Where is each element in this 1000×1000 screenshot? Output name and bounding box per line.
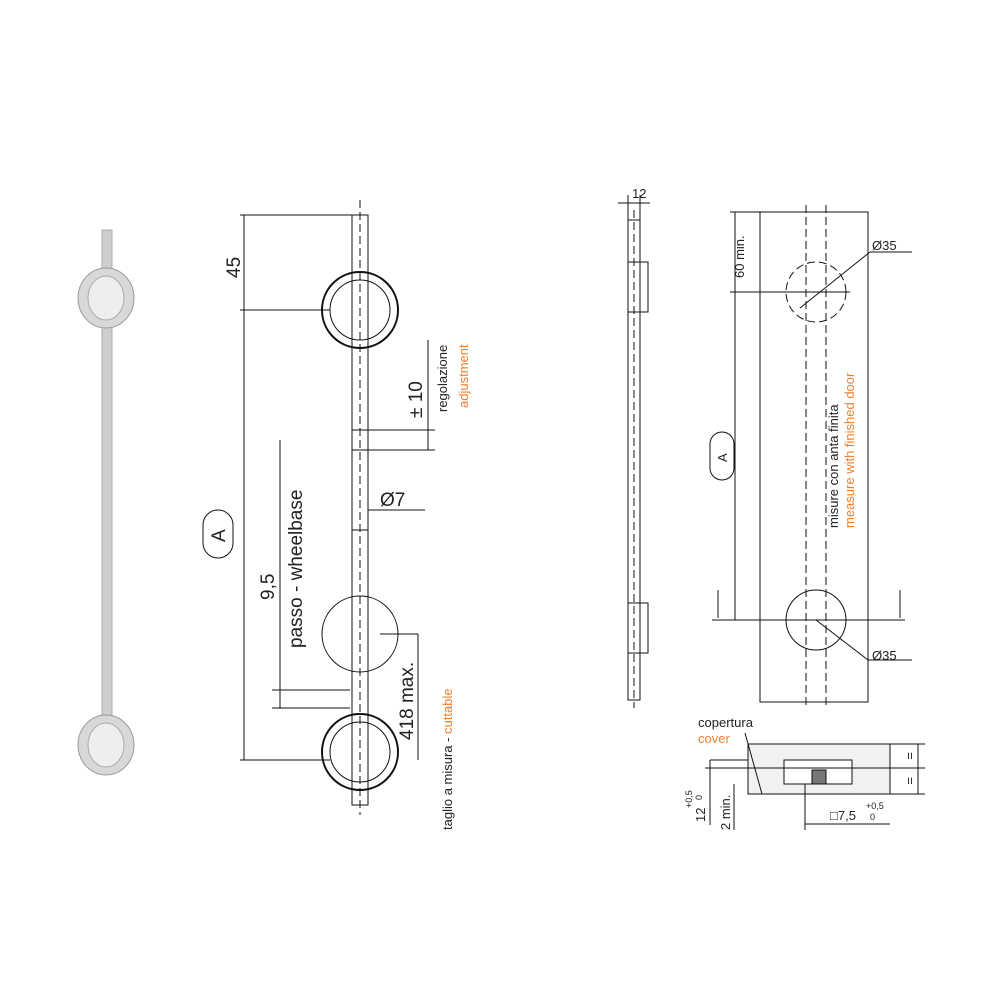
section-thickness: 12	[693, 808, 708, 822]
dim-label-a-door: A	[709, 431, 735, 481]
cover-label-it: copertura	[698, 715, 754, 730]
equal-mark-top: =	[903, 752, 918, 760]
side-width: 12	[632, 186, 646, 201]
pitch-label: passo - wheelbase	[286, 490, 307, 648]
adjust-value: ± 10	[406, 381, 427, 418]
adjust-label-en: adjustment	[456, 344, 471, 408]
measure-label-en: measure with finished door	[842, 372, 857, 528]
side-view	[618, 195, 650, 708]
front-view	[240, 200, 435, 815]
equal-mark-bottom: =	[903, 777, 918, 785]
min-distance: 60 min.	[732, 235, 747, 278]
min-depth: 2 min.	[718, 795, 733, 830]
thickness-tol-lower: 0	[694, 795, 704, 800]
groove-size: □7,5	[830, 808, 856, 823]
groove-tol-lower: 0	[870, 812, 875, 822]
dim-pitch: 9,5	[258, 574, 279, 600]
thickness-tol-upper: +0,5	[684, 790, 694, 808]
dim-a-text: A	[715, 453, 730, 462]
rod-3d-render	[77, 229, 135, 776]
cut-label: taglio a misura - cuttable	[440, 688, 455, 830]
dim-a-text: A	[209, 529, 230, 542]
hole-top-diameter: Ø35	[872, 238, 897, 253]
dim-45: 45	[224, 257, 245, 278]
door-view	[712, 205, 912, 708]
dim-max: 418 max.	[397, 662, 418, 740]
adjust-label-it: regolazione	[435, 345, 450, 412]
measure-label-it: misure con anta finita	[826, 404, 841, 528]
hole-bottom-diameter: Ø35	[872, 648, 897, 663]
dim-label-a-front: A	[202, 509, 234, 559]
groove-tol-upper: +0,5	[866, 801, 884, 811]
rod-diameter: Ø7	[380, 490, 405, 511]
section-view	[705, 732, 925, 830]
cover-label-en: cover	[698, 731, 730, 746]
